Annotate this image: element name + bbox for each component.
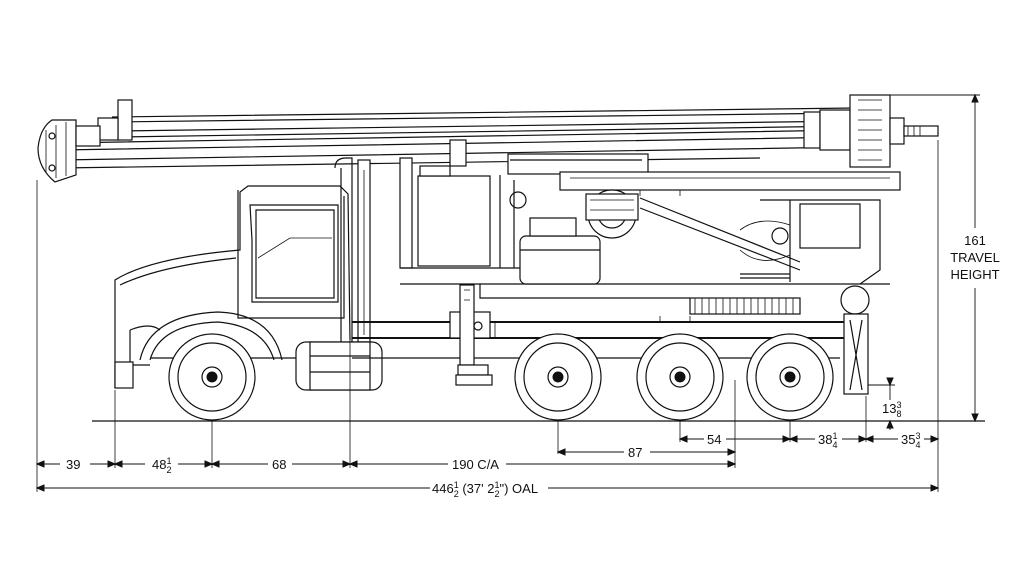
front-wheel	[168, 333, 256, 421]
truck-cab	[114, 185, 351, 389]
winch-drum	[585, 189, 639, 239]
dimension-lines	[35, 93, 985, 492]
dim-190-ca-label: 190 C/A	[452, 457, 499, 472]
travel-height-line2: HEIGHT	[950, 267, 999, 282]
rear-wheel-2	[636, 333, 724, 421]
dim-54-label: 54	[707, 432, 721, 447]
boom	[59, 94, 939, 169]
fuel-tank-steps	[295, 341, 383, 391]
rear-wheel-1	[514, 333, 602, 421]
boom-nose-sheave	[37, 119, 101, 183]
rear-wheel-3	[746, 333, 834, 421]
travel-height-value: 161	[964, 233, 986, 248]
dim-39-label: 39	[66, 457, 80, 472]
crane-superstructure	[399, 139, 901, 285]
dim-68-label: 68	[272, 457, 286, 472]
dim-87-label: 87	[628, 445, 642, 460]
turntable-bearing	[479, 273, 801, 315]
rear-stabilizer	[840, 285, 870, 395]
outrigger	[455, 284, 493, 386]
travel-height-line1: TRAVEL	[950, 250, 1000, 265]
